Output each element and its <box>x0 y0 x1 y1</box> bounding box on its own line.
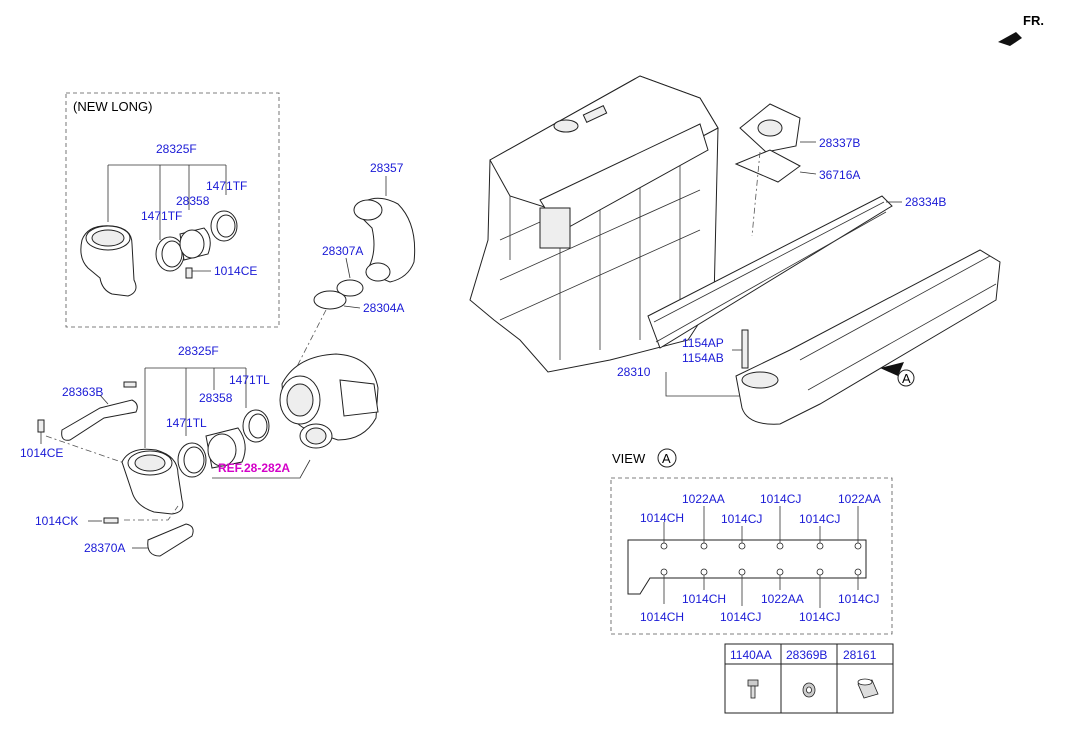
label-28337B: 28337B <box>819 136 860 150</box>
label-28357: 28357 <box>370 161 404 175</box>
label-1471TL-left: 1471TL <box>166 416 207 430</box>
label-28334B: 28334B <box>905 195 946 209</box>
view-title: VIEW <box>612 451 646 466</box>
label-28370A: 28370A <box>84 541 125 555</box>
ref-label[interactable]: REF.28-282A <box>218 461 290 475</box>
sleeve-icon <box>857 678 879 699</box>
label-1014CK: 1014CK <box>35 514 78 528</box>
parts-legend-table: 1140AA 28369B 28161 <box>724 643 894 714</box>
label-28358-newlong: 28358 <box>176 194 210 208</box>
new-long-title: (NEW LONG) <box>73 99 152 114</box>
view-label-top-1014CH: 1014CH <box>640 511 684 525</box>
view-label-bot-1022AA: 1022AA <box>761 592 804 606</box>
label-28304A: 28304A <box>363 301 404 315</box>
label-28358-lower: 28358 <box>199 391 233 405</box>
front-label: FR. <box>1023 13 1044 28</box>
front-direction-indicator: FR. <box>998 13 1044 46</box>
lower-intake-assembly: 28325F 1471TL 28358 1471TL 28363B 1014CE… <box>20 344 379 557</box>
view-label-bot-1014CJ-b: 1014CJ <box>720 610 761 624</box>
view-label-top-1014CJ-c: 1014CJ <box>799 512 840 526</box>
label-1471TF-top: 1471TF <box>206 179 247 193</box>
label-28325F-lower: 28325F <box>178 344 219 358</box>
label-28363B: 28363B <box>62 385 103 399</box>
label-1154AP: 1154AP <box>682 336 724 350</box>
view-a-marker: A <box>902 371 911 386</box>
view-label-bot-1014CH-a: 1014CH <box>682 592 726 606</box>
view-label-top-1022AA-a: 1022AA <box>682 492 725 506</box>
legend-header-28161: 28161 <box>843 648 877 662</box>
label-28307A: 28307A <box>322 244 363 258</box>
engine-block <box>469 75 719 373</box>
label-1014CE-lower: 1014CE <box>20 446 63 460</box>
front-arrow-icon <box>998 32 1022 46</box>
new-long-group: (NEW LONG) 28325F 1471TF 28358 1471TF 10… <box>65 92 280 328</box>
legend-header-1140AA: 1140AA <box>730 648 772 662</box>
label-1471TL-right: 1471TL <box>229 373 270 387</box>
exhaust-manifold-assembly: 28337B 36716A 28334B 1154AP 1154AB 28310… <box>617 103 1001 425</box>
label-1014CE-newlong: 1014CE <box>214 264 257 278</box>
legend-header-28369B: 28369B <box>786 648 827 662</box>
view-label-bot-1014CJ-a: 1014CJ <box>838 592 879 606</box>
label-36716A: 36716A <box>819 168 860 182</box>
view-label-top-1022AA-b: 1022AA <box>838 492 881 506</box>
view-a-section: VIEW A 1022AA 1014CJ 1022AA 1014CH 1014C… <box>610 448 893 635</box>
view-label-top-1014CJ: 1014CJ <box>760 492 801 506</box>
nut-icon <box>802 682 816 698</box>
view-a-arrow-icon <box>880 362 904 376</box>
view-label-top-1014CJ-b: 1014CJ <box>721 512 762 526</box>
view-title-marker: A <box>662 451 671 466</box>
label-28310: 28310 <box>617 365 651 379</box>
bolt-icon <box>747 679 759 699</box>
label-1154AB: 1154AB <box>682 351 724 365</box>
intake-hose-28357: 28357 28307A 28304A <box>289 161 416 381</box>
view-label-bot-1014CH-b: 1014CH <box>640 610 684 624</box>
label-28325F-newlong: 28325F <box>156 142 197 156</box>
view-label-bot-1014CJ-c: 1014CJ <box>799 610 840 624</box>
label-1471TF-left: 1471TF <box>141 209 182 223</box>
